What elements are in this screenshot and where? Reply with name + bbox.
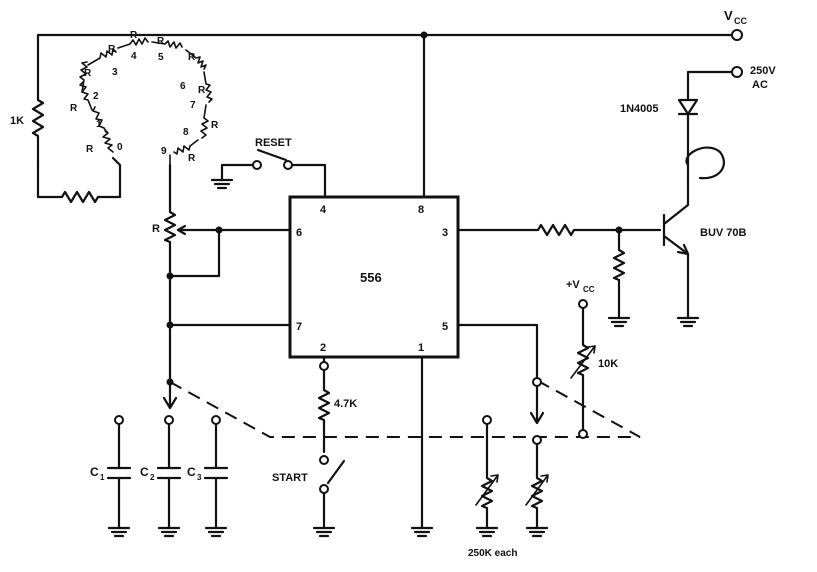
resistor-ladder: R R R R R R R R R R 0 1 2 3 4 5 6 7 8 9: [70, 30, 219, 166]
pot-r-label: R: [152, 223, 160, 235]
ladder-tap-label: 3: [112, 67, 118, 78]
pin-5-label: 5: [442, 321, 448, 333]
c3-label-sub: 3: [197, 473, 202, 482]
ladder-r-label: R: [130, 30, 138, 41]
timing-network: R: [152, 163, 292, 410]
pin-3-label: 3: [442, 227, 448, 239]
ac-label-1: 250V: [750, 65, 776, 77]
c3-label: C: [187, 465, 196, 479]
capacitor-bank: C 1 C 2 C 3: [90, 415, 229, 538]
vcc-plus-label: +V: [566, 279, 580, 291]
ladder-tap-label: 4: [131, 51, 137, 62]
pin5-selector: 250K each: [456, 323, 549, 559]
pot-note: 250K each: [468, 548, 517, 559]
c1-label-sub: 1: [100, 473, 105, 482]
c1-label: C: [90, 465, 99, 479]
ladder-r-label: R: [84, 68, 92, 79]
pot-10k[interactable]: [576, 306, 590, 432]
resistor-1k-branch: 1K: [10, 33, 122, 204]
ladder-r-label: R: [70, 103, 78, 114]
ladder-r-label: R: [198, 85, 206, 96]
pin1-ground: [410, 355, 434, 538]
pin-2-label: 2: [320, 342, 326, 354]
ladder-tap-label: 6: [180, 81, 186, 92]
lamp-coil: [685, 146, 725, 182]
ladder-r-label: R: [188, 52, 196, 63]
vcc-terminal[interactable]: [731, 29, 743, 41]
ladder-tap-label: 7: [190, 100, 196, 111]
c2-label-sub: 2: [150, 473, 155, 482]
vcc-plus-sub: CC: [583, 285, 595, 294]
pot-10k-branch: +V CC 10K: [566, 279, 618, 439]
reset-switch[interactable]: RESET: [210, 137, 327, 199]
ladder-r-label: R: [157, 36, 165, 47]
start-network: 4.7K START: [272, 355, 357, 538]
pin-7-label: 7: [296, 321, 302, 333]
pin-8-label: 8: [418, 204, 424, 216]
start-label: START: [272, 472, 308, 484]
ladder-r-label: R: [108, 44, 116, 55]
output-stage: BUV 70B 250V AC 1N4005: [456, 65, 776, 328]
vcc-rail: V CC: [36, 8, 747, 199]
pot-250k[interactable]: [480, 422, 494, 530]
start-switch[interactable]: [326, 459, 346, 485]
r-4k7-label: 4.7K: [334, 398, 357, 410]
ac-terminal[interactable]: [731, 66, 743, 78]
pin-1-label: 1: [418, 342, 424, 354]
ladder-tap-label: 0: [117, 142, 123, 153]
ladder-r-label: R: [211, 120, 219, 131]
ganged-switch-linkage: [169, 381, 641, 438]
diode-label: 1N4005: [620, 103, 659, 115]
ladder-r-label: R: [188, 153, 196, 164]
ic-name: 556: [360, 270, 382, 285]
ladder-tap-label: 5: [158, 52, 164, 63]
ac-label-2: AC: [752, 79, 768, 91]
pin-4-label: 4: [320, 204, 327, 216]
transistor-label: BUV 70B: [700, 227, 747, 239]
ladder-r-label: R: [86, 144, 94, 155]
c2-label: C: [140, 465, 149, 479]
pot-250k[interactable]: [530, 442, 544, 530]
ladder-tap-label: 2: [93, 91, 99, 102]
r-10k-label: 10K: [598, 358, 618, 370]
vcc-label-sub: CC: [734, 16, 747, 26]
vcc-label: V: [724, 8, 733, 23]
ic-556: 556 6 7 4 8 3 5 2 1: [288, 195, 460, 359]
ladder-tap-label: 1: [96, 119, 102, 130]
resistor-1k-label: 1K: [10, 115, 24, 127]
pin-6-label: 6: [296, 227, 302, 239]
ladder-tap-label: 8: [183, 127, 189, 138]
reset-label: RESET: [255, 137, 292, 149]
ladder-tap-label: 9: [161, 146, 167, 157]
